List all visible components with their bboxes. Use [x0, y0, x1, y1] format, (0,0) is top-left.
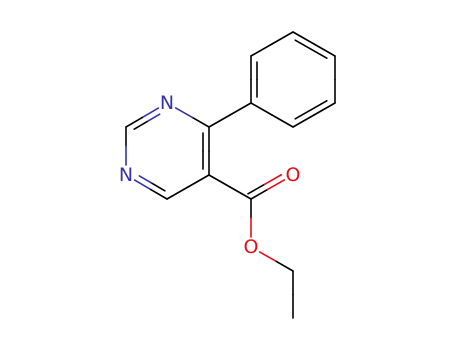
atom-label-o_ester: O [244, 236, 259, 258]
bond-c_ph_lr-c_ph_bot-a [313, 102, 336, 116]
bond-c_carbonyl-o_carbonyl-second-b [263, 173, 283, 186]
bond-c5-c_carbonyl-a [208, 174, 231, 188]
bond-c_ph_bot-c_ph_ll-b [250, 102, 273, 116]
bond-c_ph_top-c_ph_ur-inner-b [310, 48, 328, 60]
bond-c6-c5-b [187, 174, 210, 188]
bond-c_carbonyl-o_carbonyl-a [250, 188, 269, 200]
bond-n1-c6-inner-a [138, 175, 153, 185]
bond-c5-c_carbonyl-b [229, 186, 252, 200]
bond-c_ph_top-c_ph_ur-b [313, 43, 336, 57]
bond-c_ph_ul-c_ph_top-a [250, 43, 273, 57]
bond-c_ph_ul-c_ph_top-b [271, 31, 294, 45]
bond-n1-c6-inner-b [151, 182, 166, 192]
bonds-layer [125, 31, 336, 319]
bond-c6-c5-a [166, 186, 189, 200]
atom-label-n1: N [119, 164, 133, 186]
bond-n3-c2-inner-b [133, 120, 148, 130]
bond-n1-c6-b [150, 188, 168, 200]
bond-c_ph_lr-c_ph_bot-b [292, 114, 315, 128]
bond-o_ester-c_ch2-b [275, 260, 294, 272]
bond-c_carbonyl-o_carbonyl-b [266, 179, 286, 191]
bond-n1-c6-a [133, 179, 152, 191]
bond-o_ester-c_ch2-a [258, 251, 278, 263]
bond-c_ph_ll-c4-a [229, 102, 252, 116]
bond-n3-c2-a [141, 107, 160, 119]
bond-n3-c2-inner-a [146, 113, 161, 123]
bond-c_ph_bot-c_ph_ll-a [271, 114, 294, 128]
bond-c_ph_top-c_ph_ur-inner-a [294, 39, 312, 51]
bond-n3-c2-b [125, 116, 143, 128]
atom-label-o_carbonyl: O [286, 164, 301, 186]
bond-c_ph_lr-c_ph_bot-inner-a [310, 99, 328, 111]
bond-c_carbonyl-o_carbonyl-second-a [247, 183, 266, 195]
bond-c_ph_ll-c4-b [208, 114, 231, 128]
bond-c4-n3-b [174, 107, 194, 119]
atom-labels-layer: N N O O [119, 92, 301, 258]
atom-label-n3: N [160, 92, 174, 114]
bond-c4-n3-a [191, 116, 210, 128]
bond-c_ph_lr-c_ph_bot-inner-b [294, 108, 312, 120]
bond-c_ph_top-c_ph_ur-a [292, 31, 315, 45]
